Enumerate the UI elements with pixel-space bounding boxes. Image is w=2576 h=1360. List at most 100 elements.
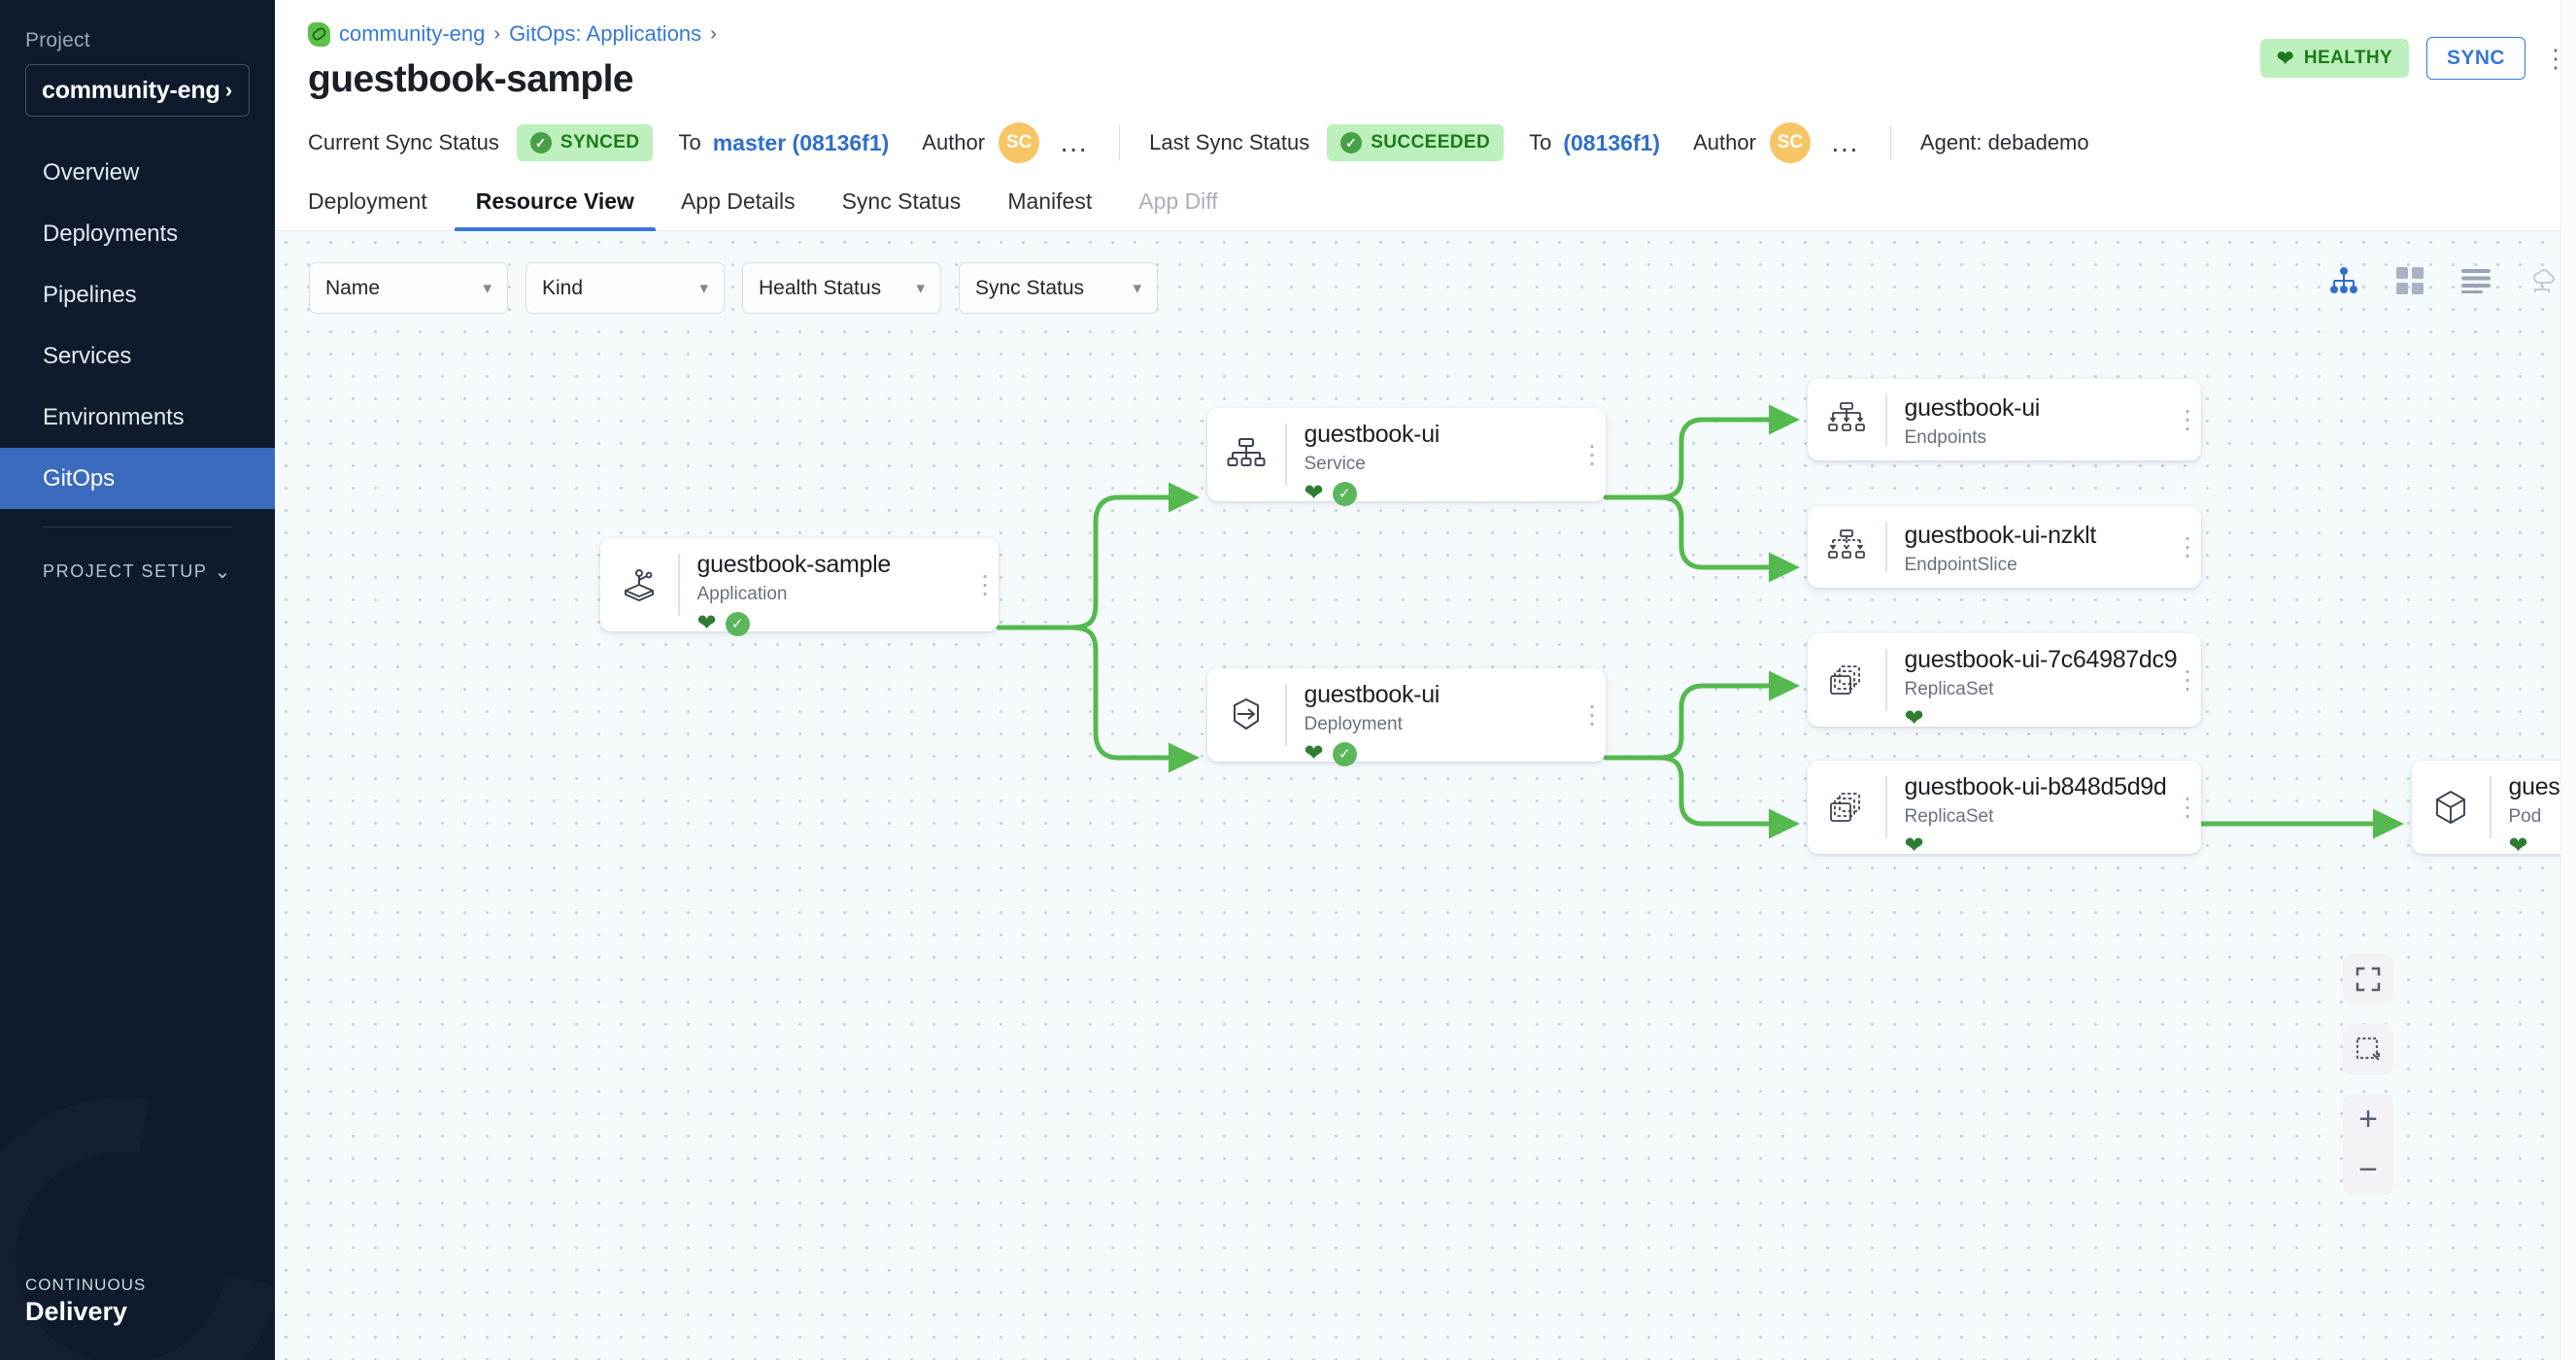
zoom-in-button[interactable]: + — [2358, 1100, 2378, 1138]
node-divider — [1885, 776, 1887, 838]
node-kind: ReplicaSet — [1904, 679, 1994, 699]
graph-node-pod[interactable]: guestbook-ui-b848d5d9… Pod ❤ ⋮ — [2412, 761, 2576, 858]
filter-kind[interactable]: Kind ▾ — [525, 262, 725, 314]
last-revision-link[interactable]: (08136f1) — [1563, 129, 1661, 155]
zoom-out-button[interactable]: − — [2358, 1150, 2378, 1188]
node-body: guestbook-ui-nzklt EndpointSlice ⋮ — [1887, 506, 2202, 588]
node-body: guestbook-ui Deployment ❤ ✓ ⋮ — [1287, 668, 1607, 766]
node-kebab-menu-icon[interactable]: ⋮ — [1579, 699, 1605, 730]
chevron-down-icon: ▾ — [1133, 278, 1141, 297]
graph-node-endpointslice[interactable]: guestbook-ui-nzklt EndpointSlice ⋮ — [1808, 506, 2201, 588]
tab-manifest[interactable]: Manifest — [984, 188, 1115, 230]
current-sync-more-icon[interactable]: … — [1059, 126, 1091, 158]
sync-status-bar: Current Sync Status ✓ SYNCED To master (… — [275, 122, 2576, 163]
sidebar-item-environments[interactable]: Environments — [0, 387, 275, 448]
sidebar: Project community-eng › Overview Deploym… — [0, 0, 275, 1360]
replicaset-icon — [1808, 633, 1885, 727]
graph-node-replicaset-1[interactable]: guestbook-ui-7c64987dc9 ReplicaSet ❤ ⋮ — [1808, 633, 2202, 731]
tab-resource-view[interactable]: Resource View — [453, 188, 658, 232]
project-selector[interactable]: community-eng › — [25, 64, 250, 117]
sidebar-item-label: Pipelines — [43, 281, 137, 308]
sidebar-item-label: Environments — [43, 403, 185, 430]
tab-sync-status[interactable]: Sync Status — [819, 188, 985, 230]
sidebar-item-label: Deployments — [43, 220, 178, 247]
node-kebab-menu-icon[interactable]: ⋮ — [972, 569, 998, 599]
check-circle-icon: ✓ — [1332, 481, 1357, 506]
current-revision-link[interactable]: master (08136f1) — [712, 129, 890, 155]
heart-icon: ❤ — [2276, 47, 2294, 70]
node-divider — [1285, 424, 1287, 486]
project-setup-toggle[interactable]: PROJECT SETUP ⌄ — [0, 547, 275, 595]
last-author-avatar[interactable]: SC — [1769, 122, 1811, 163]
project-label: Project — [25, 29, 90, 51]
sidebar-item-gitops[interactable]: GitOps — [0, 448, 275, 509]
sidebar-item-label: GitOps — [43, 464, 116, 492]
fullscreen-icon[interactable] — [2343, 954, 2393, 1004]
filter-name[interactable]: Name ▾ — [309, 262, 508, 314]
right-scrollbar-rail[interactable] — [2560, 0, 2576, 1360]
graph-edges — [996, 404, 2405, 839]
page-title: guestbook-sample — [308, 58, 634, 100]
filter-health-status[interactable]: Health Status ▾ — [742, 262, 941, 314]
node-body: guestbook-ui-7c64987dc9 ReplicaSet ❤ ⋮ — [1887, 633, 2202, 731]
check-circle-icon: ✓ — [1332, 741, 1357, 766]
node-name: guestbook-ui-b848d5d9d — [1904, 773, 2167, 800]
node-kebab-menu-icon[interactable]: ⋮ — [2175, 531, 2200, 561]
sidebar-item-overview[interactable]: Overview — [0, 142, 275, 203]
graph-node-replicaset-2[interactable]: guestbook-ui-b848d5d9d ReplicaSet ❤ ⋮ — [1808, 761, 2202, 858]
project-setup-label: PROJECT SETUP — [43, 561, 208, 581]
last-sync-status-label: Last Sync Status — [1149, 130, 1310, 154]
select-region-icon[interactable] — [2343, 1024, 2393, 1074]
graph-node-endpoints[interactable]: guestbook-ui Endpoints ⋮ — [1808, 379, 2201, 460]
node-divider — [1285, 684, 1287, 746]
current-author-label: Author — [922, 130, 986, 154]
filter-label: Health Status — [759, 276, 882, 299]
sidebar-item-deployments[interactable]: Deployments — [0, 203, 275, 264]
replicaset-icon — [1808, 761, 1885, 854]
breadcrumb-link-gitops-applications[interactable]: GitOps: Applications — [509, 21, 702, 46]
main-area: community-eng › GitOps: Applications › g… — [275, 0, 2576, 1360]
sync-button-label: SYNC — [2447, 47, 2505, 69]
endpointslice-icon — [1808, 506, 1885, 588]
graph-node-application[interactable]: guestbook-sample Application ❤ ✓ ⋮ — [600, 538, 1000, 636]
breadcrumb-separator: › — [493, 22, 501, 45]
sidebar-item-pipelines[interactable]: Pipelines — [0, 264, 275, 325]
node-name: guestbook-sample — [696, 551, 892, 578]
breadcrumb-link-project[interactable]: community-eng — [339, 21, 486, 46]
node-name: guestbook-ui — [1304, 421, 1441, 448]
grid-view-icon[interactable] — [2393, 264, 2426, 297]
node-kebab-menu-icon[interactable]: ⋮ — [2175, 664, 2200, 695]
node-divider — [1885, 649, 1887, 711]
filter-label: Kind — [542, 276, 584, 299]
list-view-icon[interactable] — [2459, 264, 2492, 297]
tab-bar: Deployment Resource View App Details Syn… — [275, 188, 2576, 232]
node-kebab-menu-icon[interactable]: ⋮ — [2175, 792, 2200, 822]
node-body: guestbook-sample Application ❤ ✓ ⋮ — [680, 538, 1000, 636]
tab-deployment[interactable]: Deployment — [308, 188, 453, 230]
node-badges: ❤ ✓ — [697, 611, 1000, 636]
tree-view-icon[interactable] — [2327, 264, 2360, 297]
sidebar-item-services[interactable]: Services — [0, 325, 275, 387]
filter-sync-status[interactable]: Sync Status ▾ — [959, 262, 1158, 314]
header-kebab-menu-icon[interactable]: ⋮ — [2543, 43, 2568, 73]
node-kind: Application — [696, 584, 788, 604]
tab-app-details[interactable]: App Details — [658, 188, 819, 230]
node-name: guestbook-ui — [1904, 394, 2041, 422]
last-sync-more-icon[interactable]: … — [1829, 126, 1861, 158]
sync-button[interactable]: SYNC — [2426, 37, 2525, 80]
node-body: guestbook-ui-b848d5d9d ReplicaSet ❤ ⋮ — [1887, 761, 2202, 858]
graph-node-service[interactable]: guestbook-ui Service ❤ ✓ ⋮ — [1207, 408, 1606, 506]
status-badge-healthy: ❤ HEALTHY — [2259, 39, 2410, 78]
zoom-stepper: + − — [2343, 1094, 2393, 1195]
heart-icon: ❤ — [1904, 705, 1924, 731]
topbar: community-eng › GitOps: Applications › g… — [275, 0, 2576, 232]
node-kebab-menu-icon[interactable]: ⋮ — [2175, 404, 2200, 434]
graph-node-deployment[interactable]: guestbook-ui Deployment ❤ ✓ ⋮ — [1207, 668, 1607, 766]
harness-logo-icon — [308, 21, 330, 47]
resource-graph-canvas[interactable]: Name ▾ Kind ▾ Health Status ▾ Sync Statu… — [275, 231, 2576, 1360]
node-kebab-menu-icon[interactable]: ⋮ — [1579, 439, 1605, 469]
current-author-avatar[interactable]: SC — [999, 122, 1040, 163]
node-kind: Pod — [2508, 806, 2542, 827]
last-sync-status-value: SUCCEEDED — [1371, 132, 1491, 153]
network-view-icon[interactable] — [2525, 264, 2559, 297]
